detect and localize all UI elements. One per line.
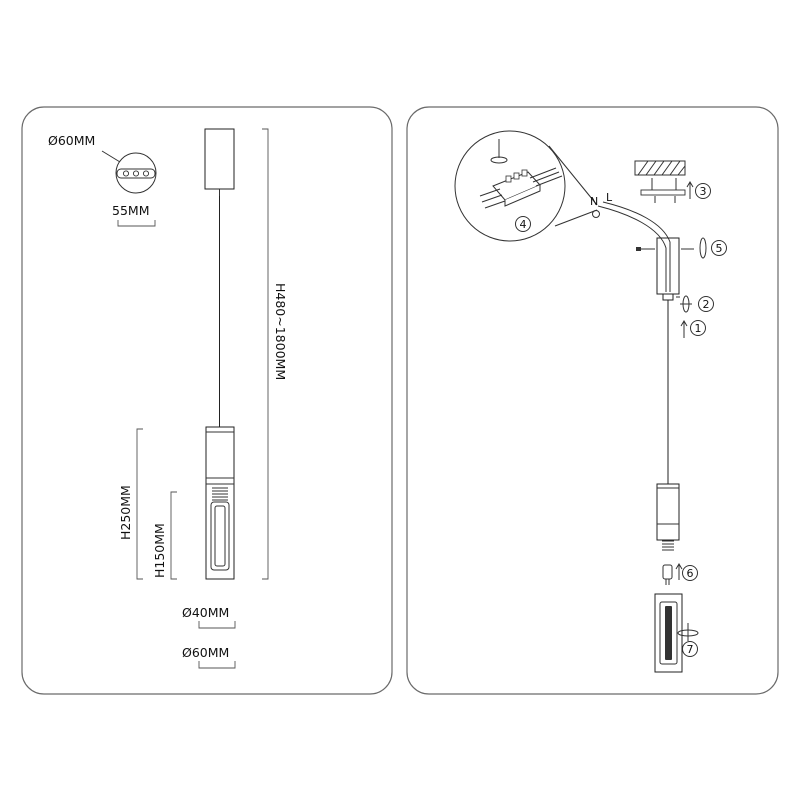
step-2-number: 2: [703, 298, 710, 311]
ceiling-mount: 3: [634, 160, 711, 203]
cord-grip-nut-icon: [682, 295, 690, 313]
canopy-screw-icon: [699, 237, 707, 259]
dimensions-panel: Ø60MM 55MM: [21, 106, 393, 695]
inner-diameter-label: Ø40MM: [182, 605, 229, 620]
canopy-leader-line: [101, 150, 121, 163]
glass-height-label: H150MM: [152, 523, 167, 578]
outer-diameter-dimension-line: [198, 661, 236, 669]
inner-diameter-dimension-line: [198, 621, 236, 629]
step-6-number: 6: [687, 567, 694, 580]
installation-panel: 4 3 N L 5: [406, 106, 779, 695]
rotate-icon: [677, 623, 699, 641]
body-height-label: H250MM: [118, 485, 133, 540]
socket-thread: [212, 487, 228, 501]
step-3-number: 3: [700, 185, 707, 198]
bulb-icon: [662, 564, 673, 585]
step-4-marker: [515, 216, 531, 232]
canopy-diameter-label: Ø60MM: [48, 133, 95, 148]
step-7-marker: [682, 641, 698, 657]
step-5-number: 5: [716, 242, 723, 255]
glass-inner: [214, 505, 226, 567]
neutral-terminal-label: N: [590, 195, 598, 208]
step-1-marker: [690, 320, 706, 336]
supply-wire-1: [597, 205, 667, 292]
body-height-dimension-line: [136, 428, 143, 580]
screw-spacing-label: 55MM: [112, 203, 149, 218]
outer-diameter-label: Ø60MM: [182, 645, 229, 660]
step-5-marker: [711, 240, 727, 256]
screw-spacing-dimension-line: [117, 220, 156, 227]
terminal-block-icon: [479, 167, 563, 209]
step-7-number: 7: [687, 643, 694, 656]
glass-tube: [210, 501, 230, 571]
canopy: [204, 128, 235, 190]
installation-panel-frame: [406, 106, 779, 695]
step-1-number: 1: [695, 322, 702, 335]
total-height-label: H480~1800MM: [273, 283, 288, 380]
step-6-marker: [682, 565, 698, 581]
installed-lamp-body: [656, 483, 680, 551]
dimensions-panel-frame: [21, 106, 393, 695]
supply-wire-2: [602, 201, 671, 292]
cord-grip: [662, 293, 674, 301]
total-height-dimension-line: [262, 128, 269, 580]
step-3-marker: [695, 183, 711, 199]
lamp-body: [205, 426, 235, 580]
canopy-top-view-icon: [115, 152, 157, 194]
wiring-detail-bubble: 4: [454, 130, 598, 242]
step-4-number: 4: [520, 218, 527, 231]
glass-height-dimension-line: [170, 491, 177, 580]
step-2-marker: [698, 296, 714, 312]
step-1-arrow-icon: [680, 320, 688, 327]
mounting-bracket: [640, 189, 686, 196]
ground-screw-icon: [592, 210, 600, 218]
live-terminal-label: L: [606, 191, 613, 204]
